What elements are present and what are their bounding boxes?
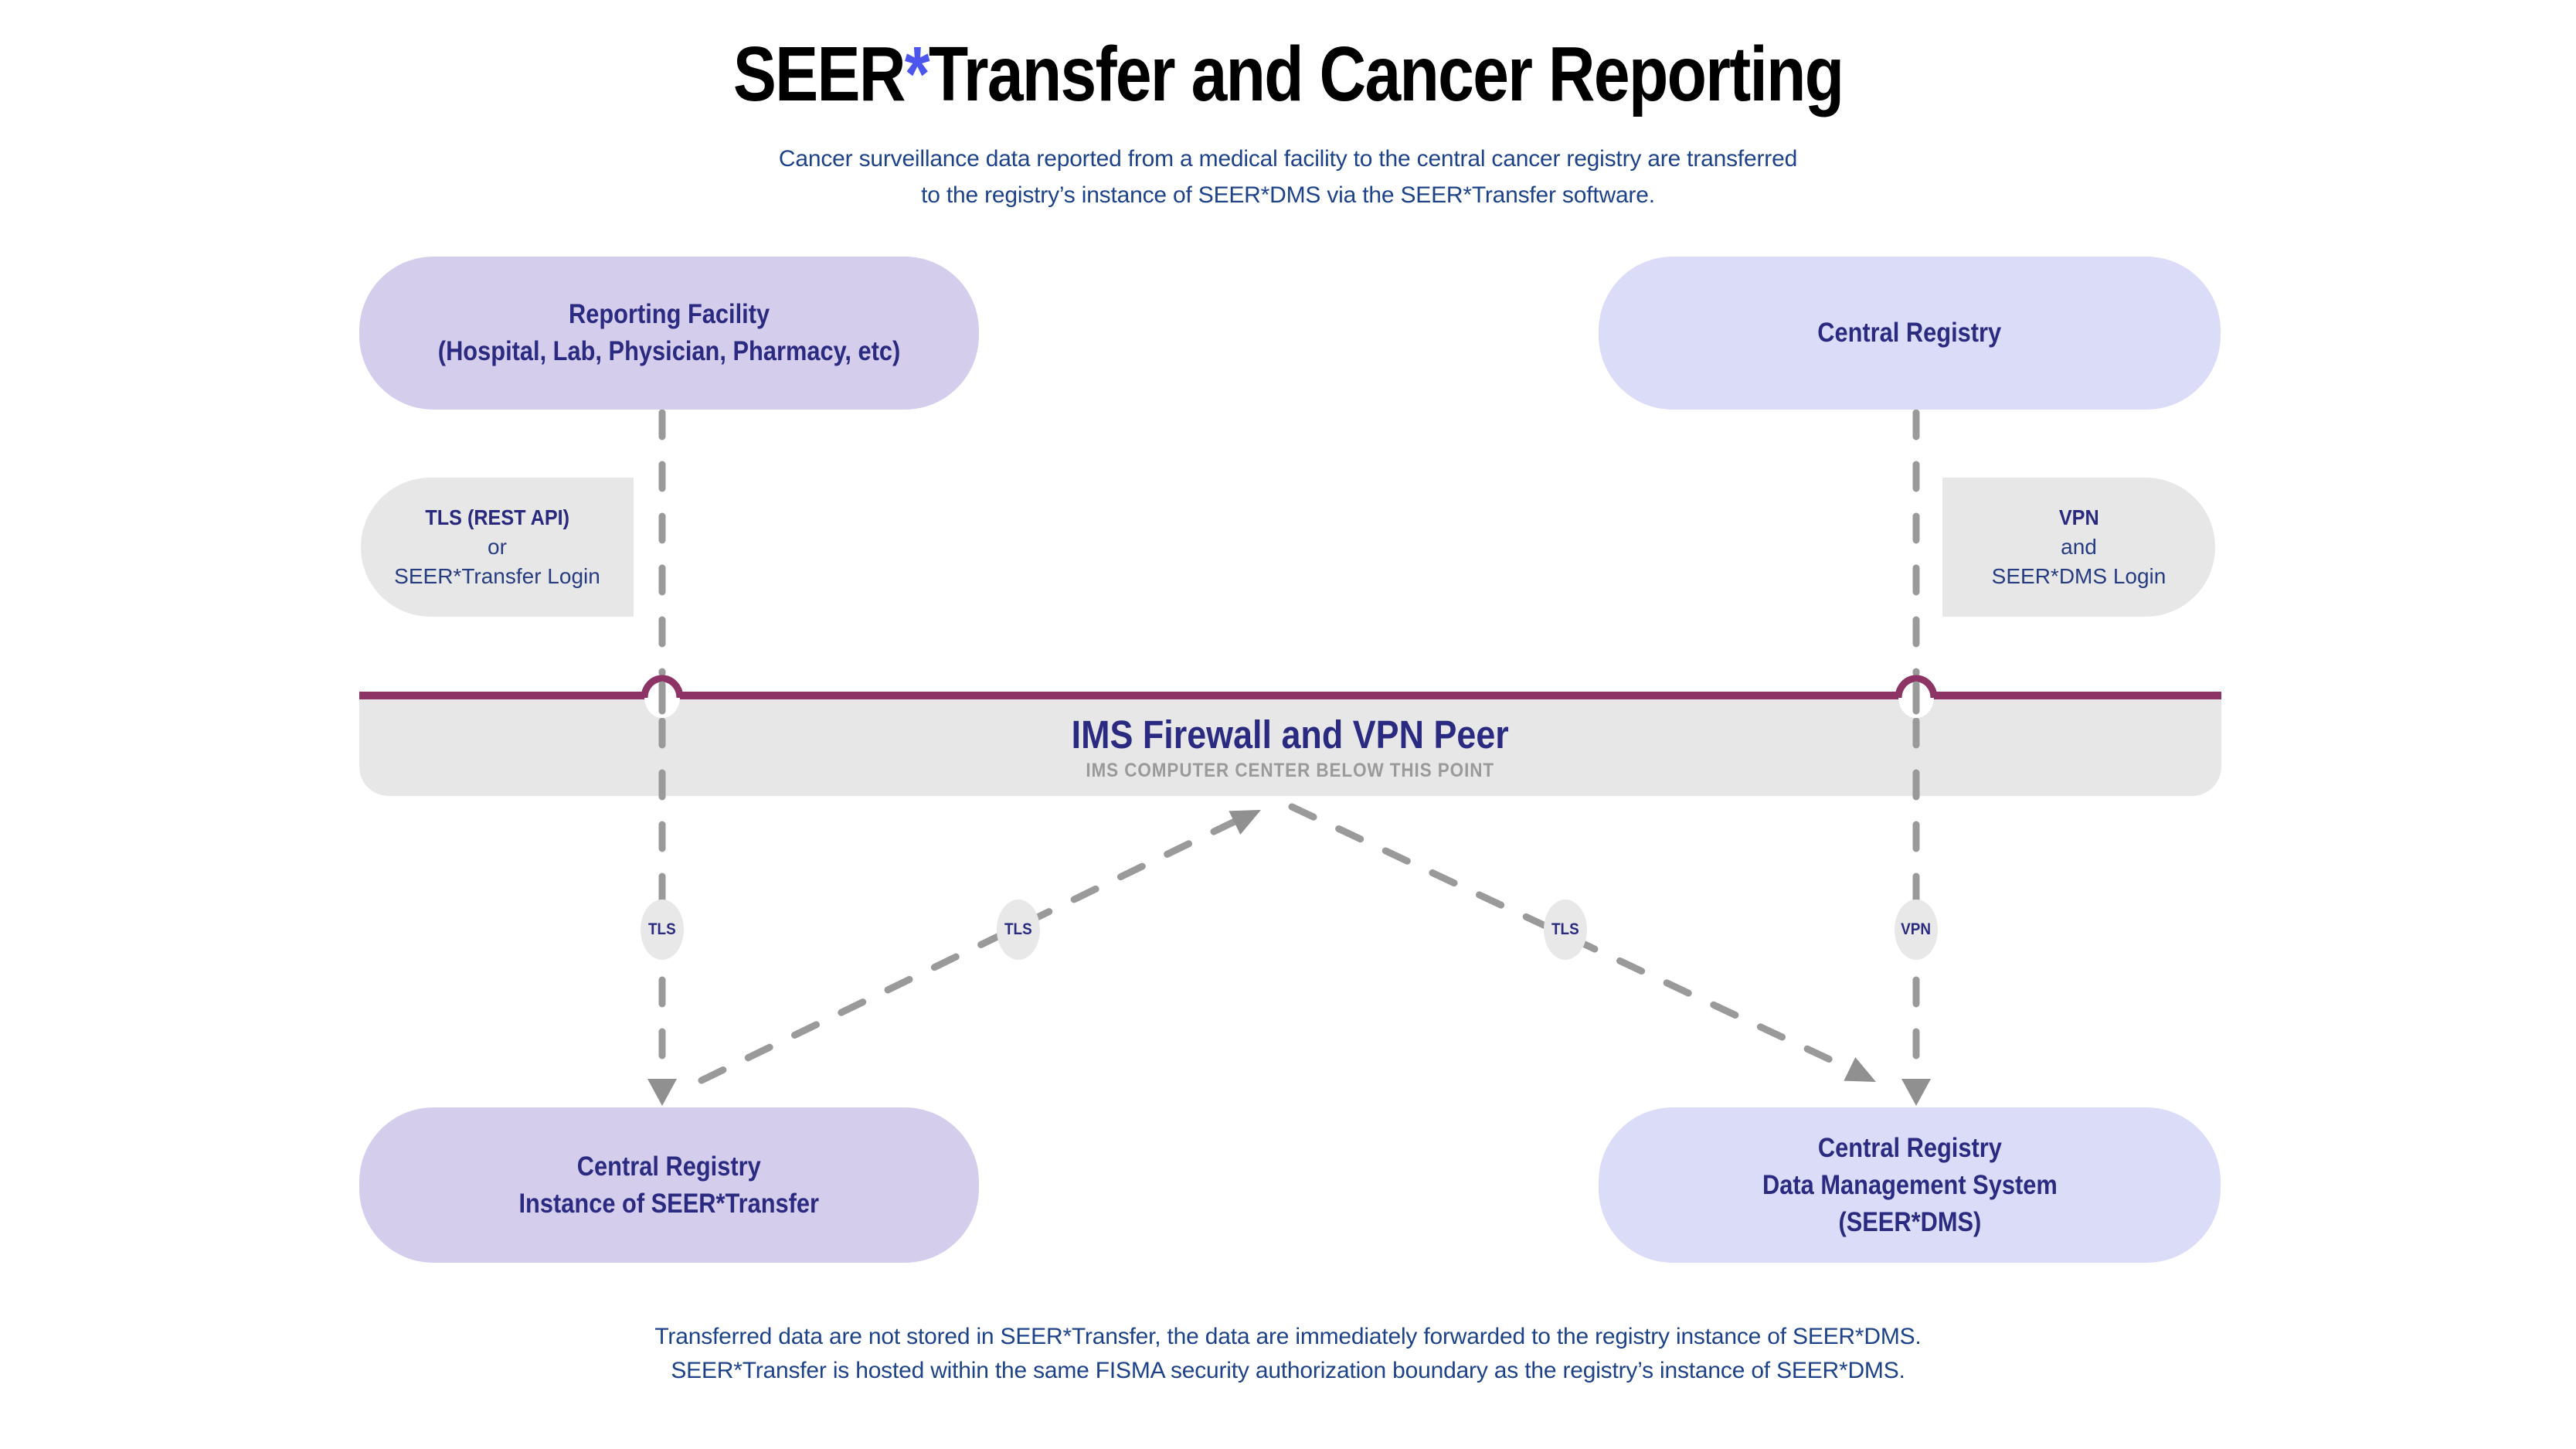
arrowhead-down-right: [1901, 1079, 1931, 1106]
seer-dms-line-2: Data Management System: [1762, 1169, 2058, 1200]
title-seer: SEER: [732, 31, 906, 117]
firewall-subtitle: IMS COMPUTER CENTER BELOW THIS POINT: [1086, 760, 1495, 781]
tab-vpn-login: VPN and SEER*DMS Login: [1942, 478, 2215, 617]
node-seer-dms: Central Registry Data Management System …: [1599, 1107, 2221, 1263]
footnote-text: Transferred data are not stored in SEER*…: [0, 1320, 2576, 1388]
arrowhead-up-center: [1229, 810, 1261, 835]
node-seer-transfer-instance: Central Registry Instance of SEER*Transf…: [359, 1107, 979, 1263]
reporting-facility-line-1: Reporting Facility: [568, 299, 770, 329]
central-registry-label: Central Registry: [1817, 318, 2002, 348]
tls-rest-api-label: TLS (REST API): [425, 505, 569, 529]
vpn-badge-label: VPN: [1901, 920, 1932, 938]
intro-text: Cancer surveillance data reported from a…: [0, 141, 2576, 213]
page-title: SEER*Transfer and Cancer Reporting: [0, 28, 2576, 121]
seer-transfer-line-2: Instance of SEER*Transfer: [518, 1188, 820, 1219]
vpn-and-label: and: [2061, 535, 2097, 559]
connector-seer-transfer-to-ims: [698, 817, 1240, 1084]
reporting-facility-line-2: (Hospital, Lab, Physician, Pharmacy, etc…: [437, 336, 901, 366]
footnote-line-2: SEER*Transfer is hosted within the same …: [671, 1358, 1905, 1383]
node-reporting-facility: Reporting Facility (Hospital, Lab, Physi…: [359, 257, 979, 410]
tab-tls-rest-api: TLS (REST API) or SEER*Transfer Login: [361, 478, 634, 617]
seer-dms-login-label: SEER*DMS Login: [1991, 564, 2166, 588]
firewall-band: IMS Firewall and VPN Peer IMS COMPUTER C…: [359, 692, 2221, 796]
footnote-line-1: Transferred data are not stored in SEER*…: [654, 1324, 1922, 1349]
seer-transfer-line-1: Central Registry: [577, 1151, 761, 1182]
arrowhead-down-left: [647, 1079, 677, 1106]
title-asterisk: *: [904, 31, 930, 117]
tls-badge-2: TLS: [997, 900, 1040, 960]
tls-badge-1: TLS: [641, 900, 684, 960]
tls-or-label: or: [488, 535, 507, 559]
intro-line-2: to the registry’s instance of SEER*DMS v…: [921, 182, 1655, 208]
title-rest: Transfer and Cancer Reporting: [928, 31, 1844, 117]
tls-badge-2-label: TLS: [1004, 920, 1032, 938]
seer-dms-line-1: Central Registry: [1817, 1132, 2002, 1163]
arrowhead-down-diag: [1844, 1057, 1876, 1082]
intro-line-1: Cancer surveillance data reported from a…: [778, 146, 1798, 172]
node-central-registry: Central Registry: [1599, 257, 2221, 410]
tls-badge-1-label: TLS: [648, 920, 676, 938]
tls-badge-3: TLS: [1544, 900, 1587, 960]
firewall-title: IMS Firewall and VPN Peer: [1071, 713, 1510, 757]
vpn-badge: VPN: [1895, 900, 1938, 960]
seer-transfer-login-label: SEER*Transfer Login: [394, 564, 600, 588]
vpn-label: VPN: [2058, 505, 2099, 529]
seer-dms-line-3: (SEER*DMS): [1838, 1206, 1981, 1237]
tls-badge-3-label: TLS: [1551, 920, 1579, 938]
